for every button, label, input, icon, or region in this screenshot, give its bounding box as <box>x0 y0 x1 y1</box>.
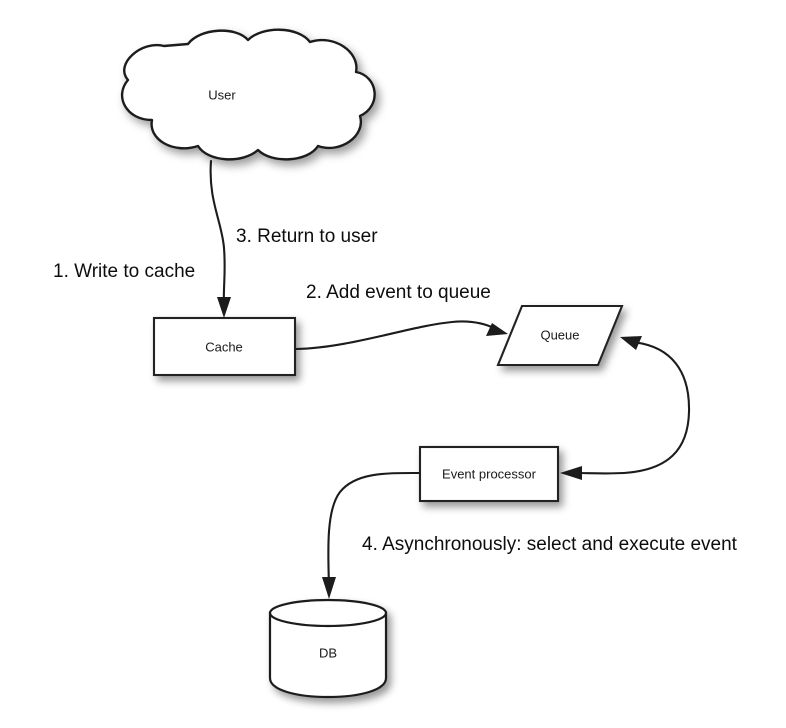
db-body-shape <box>268 611 388 699</box>
arrowhead-to-cache <box>217 297 231 318</box>
edge-processor-to-db-line <box>327 471 421 588</box>
node-cache[interactable]: Cache <box>152 316 297 377</box>
arrowhead-to-db <box>322 577 336 599</box>
edge-queue-processor-loop <box>560 336 691 480</box>
arrowhead-to-processor <box>560 466 582 480</box>
edge-user-to-cache <box>209 159 231 318</box>
step-label-4: 4. Asynchronously: select and execute ev… <box>362 534 738 555</box>
cloud-shape <box>121 28 376 161</box>
step-label-3: 3. Return to user <box>236 226 378 247</box>
edge-user-to-cache-line <box>209 159 226 308</box>
node-queue[interactable]: Queue <box>496 304 624 367</box>
node-event-processor-label: Event processor <box>442 466 537 481</box>
arrowhead-to-queue <box>486 323 508 336</box>
node-cache-label: Cache <box>205 339 243 354</box>
node-user[interactable]: User <box>121 28 376 161</box>
node-event-processor[interactable]: Event processor <box>418 445 560 503</box>
node-queue-label: Queue <box>540 327 579 342</box>
edge-cache-to-queue <box>294 320 508 351</box>
cache-shape <box>152 316 297 377</box>
queue-shape <box>496 304 624 367</box>
node-user-label: User <box>208 87 236 102</box>
edge-cache-to-queue-line <box>294 320 498 351</box>
edge-loop-line <box>576 340 691 475</box>
db-top-ellipse <box>268 598 388 628</box>
node-db[interactable]: DB <box>268 598 388 699</box>
step-label-2: 2. Add event to queue <box>306 282 491 303</box>
edge-processor-to-db <box>322 471 421 599</box>
node-db-label: DB <box>319 645 337 660</box>
arrowhead-to-queue-right <box>620 336 642 350</box>
step-label-1: 1. Write to cache <box>53 261 195 282</box>
event-processor-shape <box>418 445 560 503</box>
